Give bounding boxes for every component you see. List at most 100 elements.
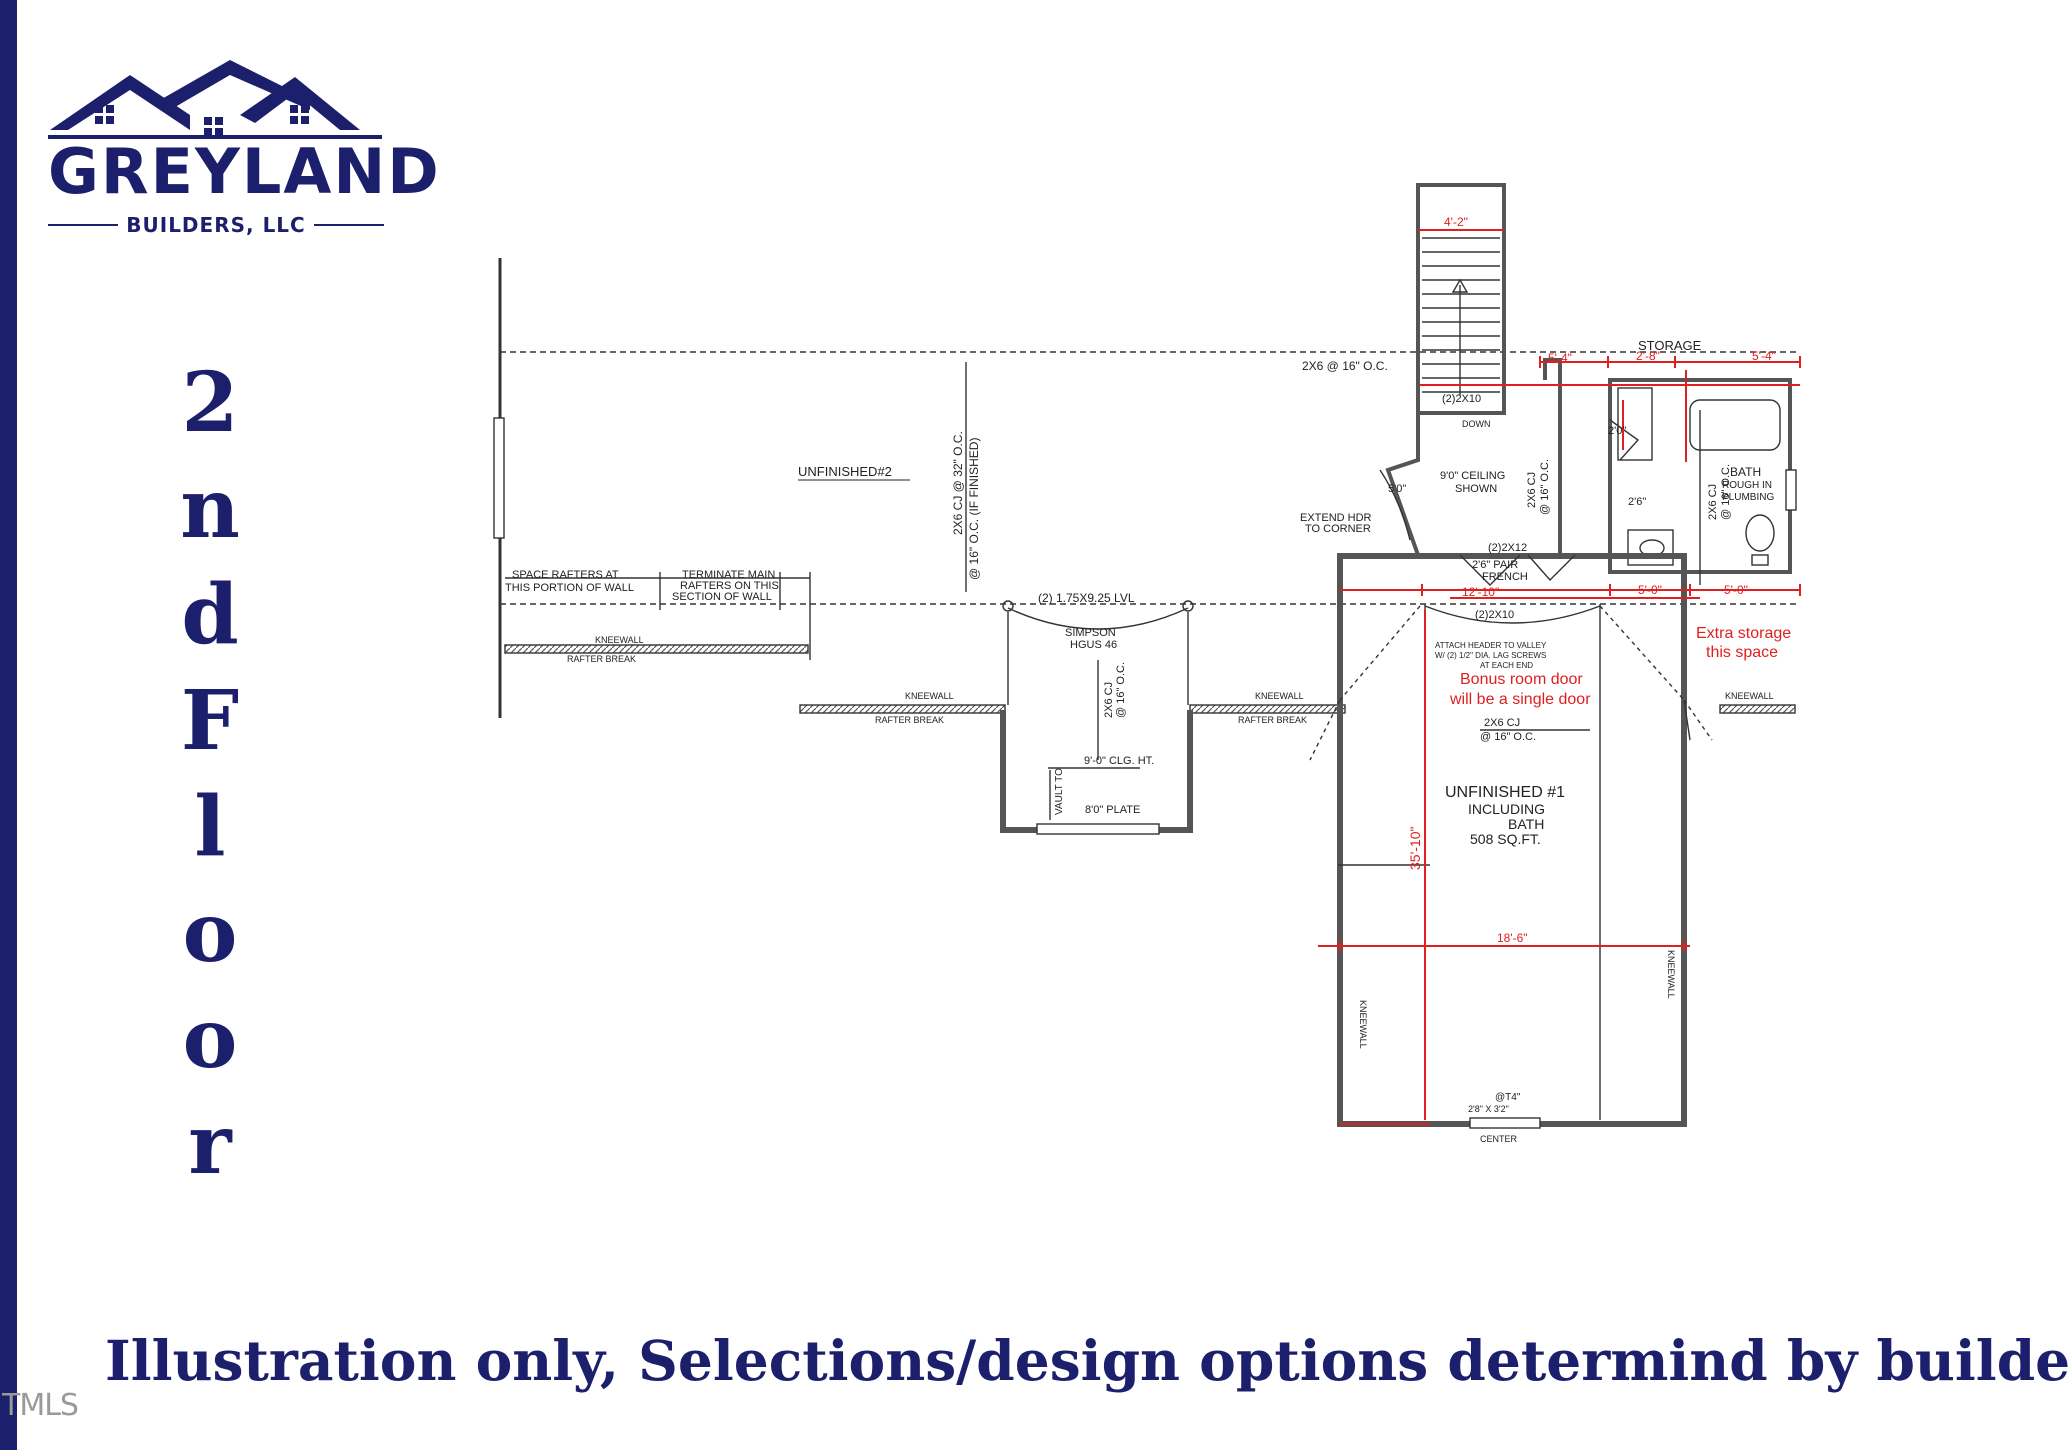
- cj-label: @ 16" O.C.: [1480, 731, 1536, 743]
- header-label: (2)2X12: [1488, 542, 1527, 554]
- hanger-label: HGUS 46: [1070, 639, 1117, 651]
- divider: [313, 224, 384, 226]
- stair-walls: [1416, 183, 1506, 415]
- divider: [48, 224, 119, 226]
- storage-label: STORAGE: [1638, 338, 1702, 353]
- dim-label: 12'-10": [1462, 585, 1499, 599]
- toilet: [1745, 514, 1775, 552]
- oc-label: @ 16" O.C.: [1539, 459, 1551, 515]
- ceiling-label: SHOWN: [1455, 483, 1497, 495]
- kneewall-label: KNEEWALL: [1666, 950, 1676, 999]
- dim-label: 35'-10": [1407, 827, 1423, 870]
- arch: [1424, 605, 1601, 624]
- dim-label: 18'-6": [1497, 931, 1528, 945]
- post: [1182, 600, 1194, 612]
- room-label: UNFINISHED #1: [1445, 784, 1565, 801]
- brand-subtitle-row: BUILDERS, LLC: [48, 213, 384, 237]
- storage-note: Extra storage: [1696, 625, 1791, 642]
- rafter-break-label: RAFTER BREAK: [1238, 715, 1307, 725]
- plate-label: 8'0" PLATE: [1085, 804, 1140, 816]
- brand-name: GREYLAND: [48, 135, 441, 208]
- attach-note: W/ (2) 1/2" DIA. LAG SCREWS: [1435, 651, 1546, 660]
- brand-subtitle: BUILDERS, LLC: [126, 213, 306, 237]
- header-note: EXTEND HDR: [1300, 512, 1372, 524]
- dim-label: 2'0": [1608, 425, 1626, 437]
- cj-label: 2X6 CJ: [1103, 682, 1115, 718]
- rafter-break-label: RAFTER BREAK: [567, 654, 636, 664]
- kneewall-hatch: [1189, 704, 1346, 714]
- kneewall-hatch: [1719, 704, 1796, 714]
- dim-label: 5'0": [1388, 483, 1406, 495]
- company-logo: GREYLAND BUILDERS, LLC: [40, 55, 441, 240]
- dim-label: 2'-8": [1636, 349, 1660, 363]
- hanger-label: SIMPSON: [1065, 627, 1116, 639]
- left-accent-bar: [0, 0, 17, 1450]
- bath-label: BATH: [1730, 465, 1761, 479]
- floor-title-letter: d: [181, 567, 239, 663]
- watermark: TMLS: [2, 1388, 79, 1423]
- storage-note: this space: [1706, 644, 1778, 661]
- dashed-line: [1309, 699, 1341, 761]
- door-swing: [1609, 419, 1640, 461]
- room-label: UNFINISHED#2: [798, 464, 892, 479]
- cj-label: 2X6 CJ: [1484, 717, 1520, 729]
- floor-title: 2 n d F l o o r: [160, 350, 260, 1198]
- attach-note: ATTACH HEADER TO VALLEY: [1435, 641, 1547, 650]
- floor-title-letter: r: [188, 1097, 232, 1193]
- red-dimensions: [1318, 229, 1801, 1125]
- kneewall-hatch: [504, 644, 809, 654]
- cj-label: 2X6 CJ: [1526, 472, 1538, 508]
- kneewall-hatch: [799, 704, 1006, 714]
- dashed-line: [1683, 699, 1713, 741]
- cj-label: @ 16" O.C. (IF FINISHED): [967, 438, 981, 580]
- room-label: 508 SQ.FT.: [1470, 831, 1541, 847]
- window: [493, 417, 505, 539]
- bonus-room-note: will be a single door: [1449, 691, 1591, 708]
- post: [1002, 600, 1014, 612]
- header-note: TO CORNER: [1305, 523, 1371, 535]
- kneewall-label: KNEEWALL: [1255, 691, 1304, 701]
- note-label: THIS PORTION OF WALL: [505, 582, 634, 594]
- oc-label: @ 16" O.C.: [1720, 464, 1732, 520]
- room-label: BATH: [1508, 816, 1544, 832]
- window: [1469, 1117, 1541, 1129]
- hall-walls: [1385, 413, 1420, 556]
- dim-label: 5'-0": [1724, 583, 1748, 597]
- room-label: INCLUDING: [1468, 801, 1545, 817]
- dim-label: 5'-0": [1638, 583, 1662, 597]
- bath-label: ROUGH IN: [1722, 480, 1772, 491]
- joist-label: 2X6 @ 16" O.C.: [1302, 359, 1388, 373]
- dashed-line: [1339, 605, 1421, 701]
- house-roofs-icon: [48, 60, 382, 139]
- beam-label: (2) 1.75X9.25 LVL: [1038, 591, 1135, 605]
- note-label: SPACE RAFTERS AT: [512, 569, 619, 581]
- ceiling-height-label: 9'-0" CLG. HT.: [1084, 755, 1154, 767]
- toilet-tank: [1751, 554, 1769, 566]
- window-label: 2'8" X 3'2": [1468, 1104, 1509, 1114]
- bathtub: [1689, 399, 1781, 451]
- arch: [1007, 607, 1189, 630]
- hall-walls: [1543, 358, 1562, 555]
- header-label: (2)2X10: [1442, 393, 1481, 405]
- attach-note: AT EACH END: [1480, 661, 1533, 670]
- dim-label: 4'-2": [1444, 215, 1468, 229]
- oc-label: @ 16" O.C.: [1115, 662, 1127, 718]
- note-label: TERMINATE MAIN: [682, 569, 775, 581]
- cj-label: 2X6 CJ: [1707, 484, 1719, 520]
- vanity: [1627, 529, 1674, 566]
- cj-label: 2X6 CJ @ 32" O.C.: [951, 431, 965, 535]
- dim-label: 5'-4": [1752, 349, 1776, 363]
- header-label: (2)2X10: [1475, 609, 1514, 621]
- window: [1036, 823, 1160, 835]
- ceiling-label: 9'0" CEILING: [1440, 470, 1505, 482]
- floor-title-letter: l: [194, 779, 226, 875]
- floor-title-letter: 2: [181, 355, 239, 451]
- bonus-room-note: Bonus room door: [1460, 671, 1583, 688]
- kneewall-label: KNEEWALL: [1725, 691, 1774, 701]
- vault-label: VAULT TO: [1054, 768, 1065, 815]
- rafter-break-label: RAFTER BREAK: [875, 715, 944, 725]
- kneewall-label: KNEEWALL: [595, 635, 644, 645]
- stair-treads: [1422, 237, 1500, 395]
- door-label: FRENCH: [1482, 571, 1528, 583]
